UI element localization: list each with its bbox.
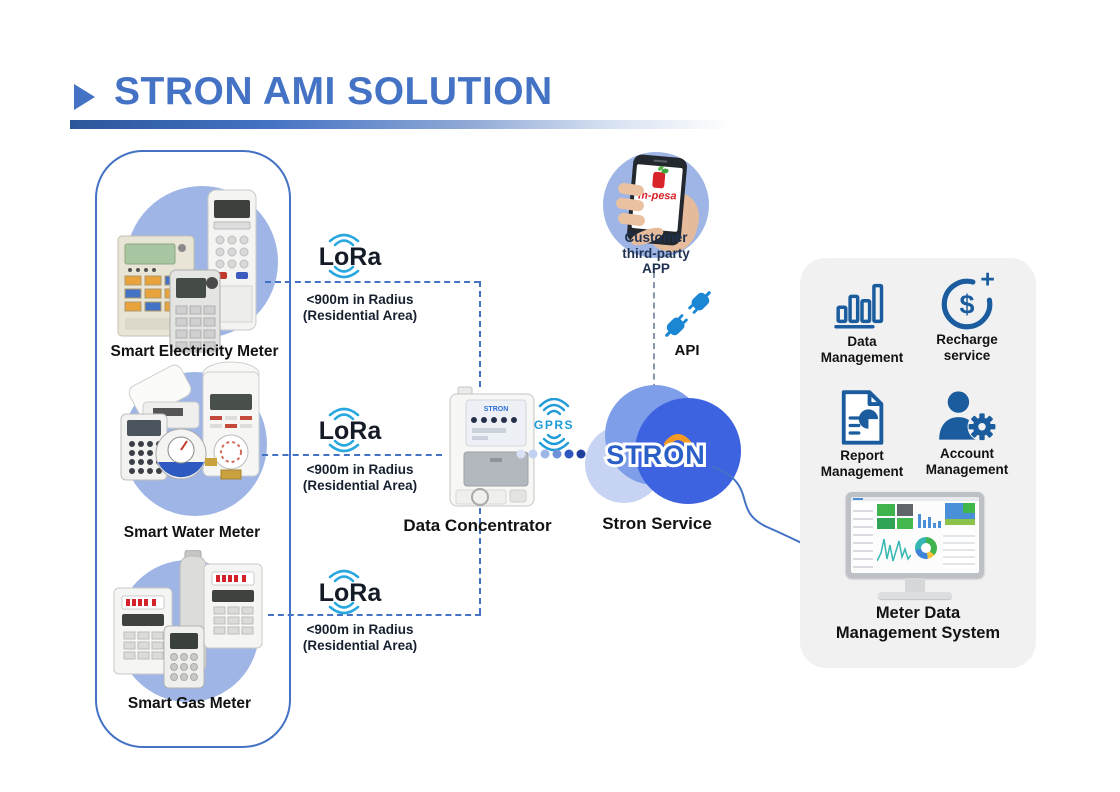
service-account-management: Account Management xyxy=(911,386,1023,478)
lora-wireless-icon: LoRa xyxy=(319,569,383,615)
report-icon xyxy=(806,388,918,448)
electricity-meter-image xyxy=(117,189,257,353)
range-line1: <900m in Radius xyxy=(306,622,414,637)
cloud-shape-dark xyxy=(635,398,741,504)
concentrator-brand-text: STRON xyxy=(484,406,509,413)
lora-wireless-icon: LoRa xyxy=(319,233,383,279)
title-underline xyxy=(70,120,732,129)
range-line2: (Residential Area) xyxy=(302,478,418,494)
mdms-dashboard-preview xyxy=(851,497,979,573)
api-label: API xyxy=(674,342,700,359)
service-report-management: Report Management xyxy=(806,388,918,480)
monitor-base xyxy=(878,592,952,599)
lora-range-label: <900m in Radius (Residential Area) xyxy=(274,622,446,655)
stron-logo: STRON xyxy=(603,434,708,473)
range-line2: (Residential Area) xyxy=(302,638,418,654)
electricity-link-down-dashed-line xyxy=(479,281,481,387)
stron-brand-text: STRON xyxy=(606,440,706,470)
service-label: Report Management xyxy=(820,448,904,479)
service-label: Recharge service xyxy=(936,332,998,363)
electricity-link-dashed-line xyxy=(265,281,480,283)
app-cloud-dashed-line xyxy=(653,272,655,400)
phone-speaker xyxy=(653,159,668,163)
currency-symbol: $ xyxy=(960,289,975,319)
service-data-management: Data Management xyxy=(806,274,918,366)
lora-wireless-icon: LoRa xyxy=(319,407,383,453)
range-line1: <900m in Radius xyxy=(306,292,414,307)
customer-app-label: Customer third-party APP xyxy=(600,230,712,277)
account-icon xyxy=(911,386,1023,446)
bar-chart-icon xyxy=(806,274,918,334)
gprs-signal-dots xyxy=(516,449,586,459)
app-label-line3: APP xyxy=(642,261,670,277)
mdms-monitor xyxy=(846,492,984,578)
water-meter-image xyxy=(120,361,260,481)
gas-meter-image xyxy=(113,550,263,689)
gas-link-up-dashed-line xyxy=(479,508,481,614)
gprs-label-text: GPRS xyxy=(534,418,574,432)
service-label: Account Management xyxy=(925,446,1009,477)
service-recharge: $ + Recharge service xyxy=(911,271,1023,364)
stron-service-label: Stron Service xyxy=(602,514,712,533)
monitor-stand xyxy=(905,578,925,592)
electricity-meter-label: Smart Electricity Meter xyxy=(110,343,279,360)
page-title: STRON AMI SOLUTION xyxy=(114,70,553,113)
recharge-icon: $ + xyxy=(911,271,1023,332)
range-line1: <900m in Radius xyxy=(306,462,414,477)
app-label-line2: third-party xyxy=(622,245,690,261)
gas-link-dashed-line xyxy=(268,614,481,616)
plug-api-icon xyxy=(665,291,711,337)
meters-panel xyxy=(95,150,291,748)
gas-meter-label: Smart Gas Meter xyxy=(127,695,252,712)
water-link-dashed-line xyxy=(262,454,442,456)
lora-range-label: <900m in Radius (Residential Area) xyxy=(274,462,446,495)
plus-symbol: + xyxy=(980,271,994,294)
lora-brand-text: LoRa xyxy=(319,417,383,445)
mdms-label: Meter Data Management System xyxy=(835,604,1001,642)
mpesa-phone-glyph xyxy=(652,165,669,189)
service-label: Data Management xyxy=(820,334,904,365)
donut-chart-preview xyxy=(915,537,937,559)
gear-icon xyxy=(968,413,996,441)
gprs-wireless-icon: GPRS xyxy=(534,398,574,452)
water-meter-label: Smart Water Meter xyxy=(123,524,261,541)
range-line2: (Residential Area) xyxy=(302,308,418,324)
data-concentrator-label: Data Concentrator xyxy=(403,516,552,535)
app-label-line1: Customer xyxy=(624,230,688,245)
lora-range-label: <900m in Radius (Residential Area) xyxy=(274,292,446,325)
title-bullet-icon xyxy=(74,84,95,110)
lora-brand-text: LoRa xyxy=(319,579,383,607)
lora-brand-text: LoRa xyxy=(319,243,383,271)
data-concentrator-image: STRON xyxy=(449,386,535,507)
